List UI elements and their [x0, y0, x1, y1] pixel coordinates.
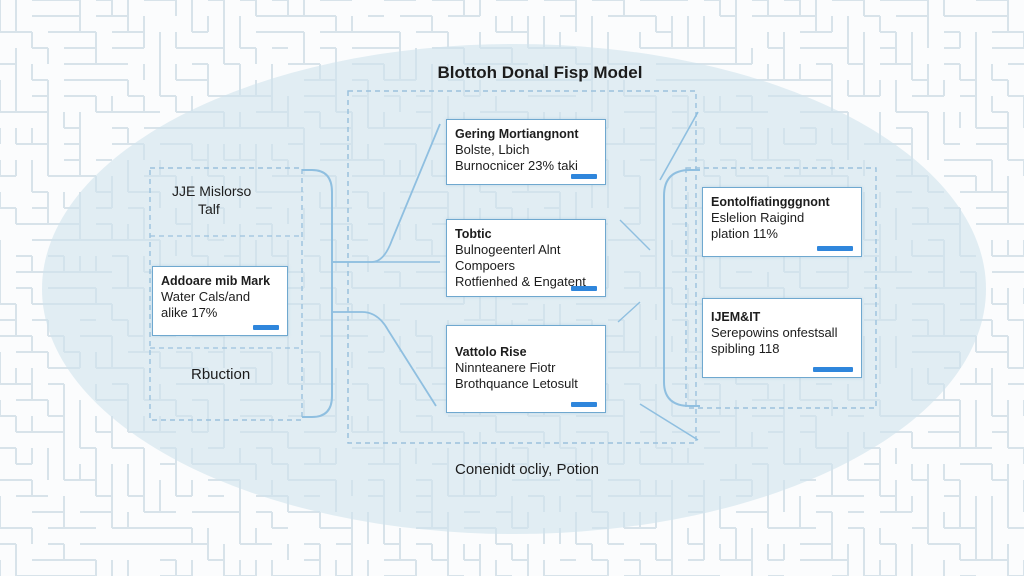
- right-card-2[interactable]: IJEM&IT Serepowins onfestsall spibling 1…: [702, 298, 862, 378]
- card-heading: Eontolfiatingggnont: [711, 195, 830, 209]
- diagram-footer-label: Conenidt ocliy, Potion: [455, 461, 599, 478]
- card-heading: Vattolo Rise: [455, 345, 527, 359]
- card-line: Brothquance Letosult: [455, 376, 578, 391]
- card-status-bar: [571, 286, 597, 291]
- card-line: Rotfienhed & Engatent: [455, 274, 586, 289]
- diagram-title: Blottoh Donal Fisp Model: [437, 63, 643, 82]
- card-status-bar: [571, 174, 597, 179]
- center-card-1[interactable]: Gering Mortiangnont Bolste, Lbich Burnoc…: [446, 119, 606, 185]
- card-line: spibling 118: [711, 341, 780, 356]
- right-card-1[interactable]: Eontolfiatingggnont Eslelion Raigind pla…: [702, 187, 862, 257]
- card-status-bar: [253, 325, 279, 330]
- card-line: Compoers: [455, 258, 515, 273]
- left-group-header: JJE Mislorso: [172, 183, 252, 199]
- card-line: Eslelion Raigind: [711, 210, 805, 225]
- card-line: Burnocnicer 23% taki: [455, 158, 578, 173]
- card-heading: Gering Mortiangnont: [455, 127, 579, 141]
- left-group-subheader: Talf: [198, 201, 220, 217]
- card-line: Ninnteanere Fiotr: [455, 360, 556, 375]
- center-card-2[interactable]: Tobtic Bulnogeenterl Alnt Compoers Rotfi…: [446, 219, 606, 297]
- card-line: alike 17%: [161, 305, 218, 320]
- card-status-bar: [817, 246, 853, 251]
- card-heading: Addoare mib Mark: [161, 274, 271, 288]
- card-line: Bulnogeenterl Alnt: [455, 242, 561, 257]
- card-heading: Tobtic: [455, 227, 492, 241]
- card-line: Water Cals/and: [161, 289, 251, 304]
- card-status-bar: [813, 367, 853, 372]
- card-status-bar: [571, 402, 597, 407]
- center-card-3[interactable]: Vattolo Rise Ninnteanere Fiotr Brothquan…: [446, 325, 606, 413]
- card-heading: IJEM&IT: [711, 310, 761, 324]
- left-card[interactable]: Addoare mib Mark Water Cals/and alike 17…: [152, 266, 288, 336]
- card-line: Bolste, Lbich: [455, 142, 530, 157]
- left-group-bottom-label: Rbuction: [191, 366, 251, 383]
- card-line: plation 11%: [711, 226, 778, 241]
- card-line: Serepowins onfestsall: [711, 325, 838, 340]
